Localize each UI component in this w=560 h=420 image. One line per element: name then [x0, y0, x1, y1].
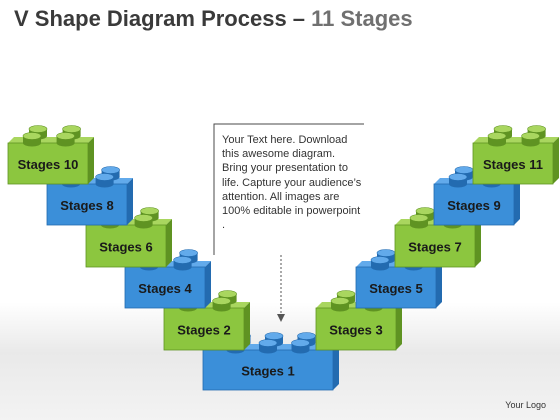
block-stud	[291, 339, 310, 354]
block-front-face	[472, 142, 554, 185]
stage-label-1: Stages 1	[241, 364, 294, 379]
block-stud	[330, 297, 350, 312]
block-side-face	[205, 261, 211, 308]
block-stud	[134, 214, 153, 229]
block-stud	[22, 132, 42, 147]
block-side-face	[333, 344, 339, 390]
block-side-face	[88, 137, 94, 184]
block-top-face	[473, 137, 559, 143]
stage-block-7: Stages 7	[394, 207, 481, 268]
stage-label-6: Stages 6	[99, 240, 152, 255]
stage-block-8: Stages 8	[46, 166, 133, 226]
block-front-face	[85, 224, 167, 268]
title-subtitle: 11 Stages	[311, 6, 413, 31]
logo-placeholder: Your Logo	[505, 400, 546, 410]
callout-bracket	[213, 123, 364, 255]
block-front-face	[202, 349, 334, 391]
stage-label-8: Stages 8	[60, 198, 113, 213]
block-front-face	[7, 142, 89, 185]
block-stud	[409, 214, 429, 229]
block-stud	[258, 339, 278, 354]
block-side-face	[127, 178, 133, 225]
block-stud	[95, 173, 114, 188]
stage-block-11: Stages 11	[472, 125, 559, 185]
stage-label-2: Stages 2	[177, 323, 230, 338]
block-stud	[56, 132, 75, 147]
block-front-face	[315, 307, 397, 351]
block-stud	[521, 132, 540, 147]
stage-label-5: Stages 5	[369, 281, 422, 296]
block-side-face	[514, 178, 520, 225]
stage-label-9: Stages 9	[447, 198, 500, 213]
block-front-face	[433, 183, 515, 226]
stage-label-10: Stages 10	[18, 157, 79, 172]
page-title: V Shape Diagram Process – 11 Stages	[14, 6, 413, 32]
block-stud	[487, 132, 507, 147]
block-front-face	[124, 266, 206, 309]
block-side-face	[396, 302, 402, 350]
stage-label-7: Stages 7	[408, 240, 461, 255]
block-stud	[173, 256, 192, 271]
stage-label-3: Stages 3	[329, 323, 382, 338]
title-main: V Shape Diagram Process –	[14, 6, 312, 31]
block-stud	[212, 297, 231, 312]
block-front-face	[394, 224, 476, 268]
block-side-face	[166, 219, 172, 267]
block-side-face	[244, 302, 250, 350]
callout-text: Your Text here. Download this awesome di…	[222, 134, 362, 232]
block-stud	[370, 256, 390, 271]
block-stud	[448, 173, 468, 188]
block-side-face	[475, 219, 481, 267]
stage-label-11: Stages 11	[483, 157, 543, 172]
stage-label-4: Stages 4	[138, 281, 192, 296]
stage-block-9: Stages 9	[433, 166, 520, 226]
block-side-face	[553, 137, 559, 184]
block-top-face	[8, 137, 94, 143]
block-front-face	[46, 183, 128, 226]
block-side-face	[436, 261, 442, 308]
stage-block-10: Stages 10	[7, 125, 94, 185]
block-front-face	[163, 307, 245, 351]
